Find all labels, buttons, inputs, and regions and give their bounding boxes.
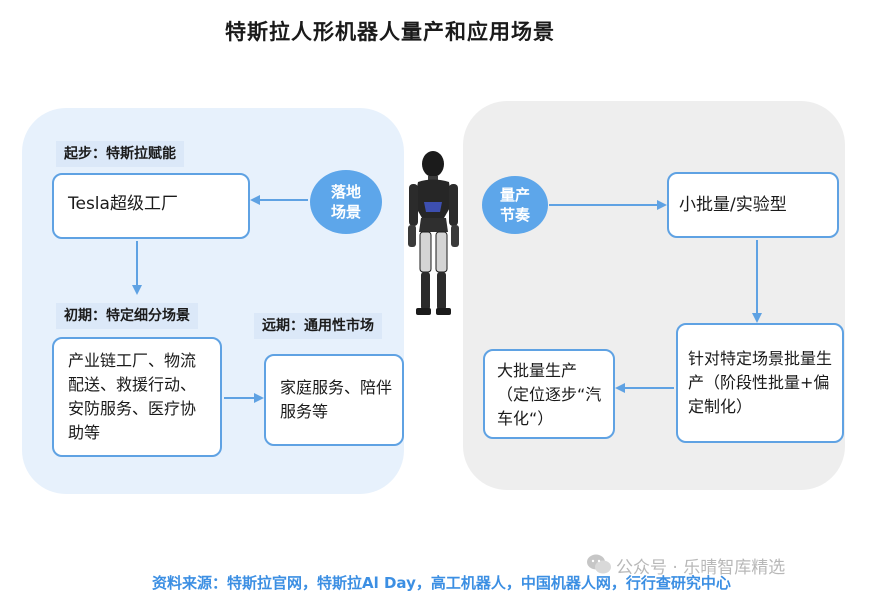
scenario-batch-text: 针对特定场景批量生产（阶段性批量+偏定制化） [688,349,833,416]
scenario-batch-box: 针对特定场景批量生产（阶段性批量+偏定制化） [676,323,844,443]
wechat-icon [587,554,611,574]
specific-scenarios-box: 产业链工厂、物流配送、救援行动、安防服务、医疗协助等 [52,337,222,457]
page-title: 特斯拉人形机器人量产和应用场景 [225,20,555,44]
tesla-gigafactory-box: Tesla超级工厂 [52,173,250,239]
tesla-gigafactory-text: Tesla超级工厂 [68,194,178,214]
small-batch-box: 小批量/实验型 [667,172,839,238]
landing-scenarios-text: 落地场景 [330,183,361,221]
mass-production-box: 大批量生产（定位逐步“汽车化“） [483,349,615,439]
general-market-box: 家庭服务、陪伴服务等 [264,354,404,446]
production-rhythm-text: 量产节奏 [499,186,530,224]
production-rhythm-bubble: 量产节奏 [482,176,548,234]
long-term-stage-label: 远期：通用性市场 [254,313,382,339]
mass-production-text: 大批量生产（定位逐步“汽车化“） [497,361,602,428]
landing-scenarios-bubble: 落地场景 [310,170,382,234]
start-stage-label: 起步：特斯拉赋能 [56,141,184,167]
source-note: 资料来源：特斯拉官网，特斯拉Al Day，高工机器人，中国机器人网，行行查研究中… [152,574,731,592]
specific-scenarios-text: 产业链工厂、物流配送、救援行动、安防服务、医疗协助等 [68,351,197,442]
humanoid-robot-illustration [408,151,459,315]
general-market-text: 家庭服务、陪伴服务等 [280,378,393,421]
initial-stage-label: 初期：特定细分场景 [56,303,198,329]
watermark-text: 公众号 · 乐晴智库精选 [616,558,786,578]
small-batch-text: 小批量/实验型 [679,195,787,215]
